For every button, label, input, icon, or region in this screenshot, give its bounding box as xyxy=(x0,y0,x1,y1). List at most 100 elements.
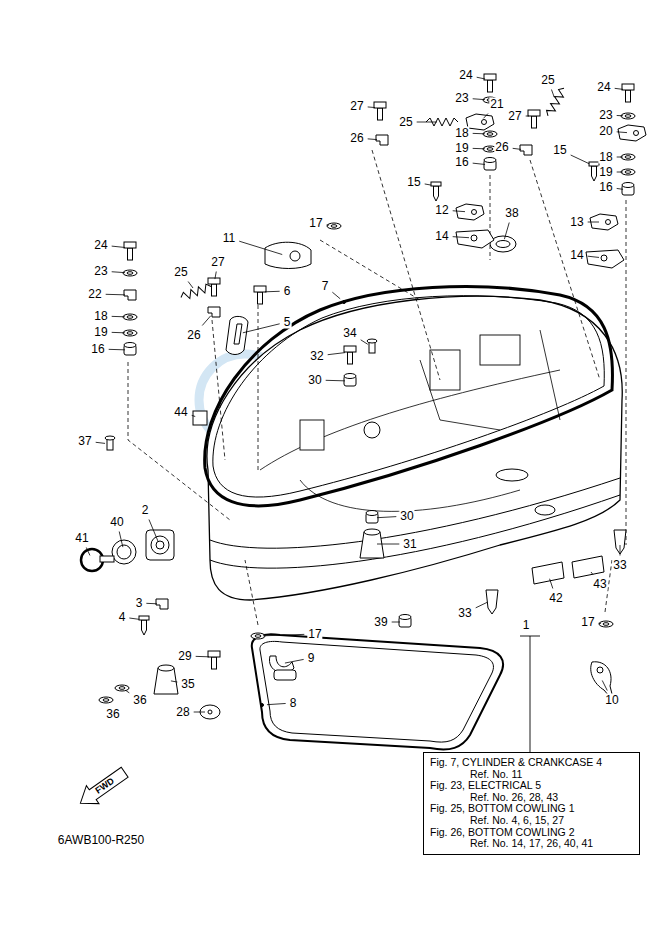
bolt-part xyxy=(344,346,356,364)
callout-number: 18 xyxy=(93,310,108,323)
pin-part xyxy=(367,339,377,353)
callout-number: 5 xyxy=(283,316,292,329)
plate-shape xyxy=(482,120,487,125)
leader-line xyxy=(615,88,623,89)
callout-number: 17 xyxy=(580,616,595,629)
washer-part xyxy=(115,685,129,691)
callout-number: 12 xyxy=(434,204,449,217)
callout-number: 33 xyxy=(612,559,627,572)
grommet-shape xyxy=(124,343,136,348)
bolt-shape xyxy=(128,248,133,260)
leader-line xyxy=(112,271,125,273)
clamp-shape xyxy=(100,556,114,562)
cowling-boss xyxy=(430,350,460,390)
clip-part xyxy=(208,307,220,317)
dashed-leaders xyxy=(128,150,626,625)
grommet-shape xyxy=(484,158,496,163)
leader-line xyxy=(550,579,553,589)
washer-shape xyxy=(327,223,341,229)
washer-part xyxy=(99,697,113,703)
point-part xyxy=(343,301,346,304)
spring-shape xyxy=(180,283,213,301)
leader-line xyxy=(112,316,125,317)
callout-number: 16 xyxy=(454,156,469,169)
washer-shape xyxy=(331,225,337,228)
clip-shape xyxy=(520,145,532,155)
washer-shape xyxy=(123,314,137,320)
reference-numbers: Ref. No. 11 xyxy=(430,769,633,781)
washer-shape xyxy=(127,332,133,335)
bolt-shape xyxy=(532,116,537,128)
callout-number: 37 xyxy=(77,435,92,448)
leader-line xyxy=(483,114,488,119)
leader-line xyxy=(109,349,125,351)
dashed-leader xyxy=(128,362,230,520)
callout-number: 8 xyxy=(289,697,298,710)
leader-line xyxy=(602,680,607,690)
gplate-shape xyxy=(601,255,607,261)
callout-number: 43 xyxy=(592,578,607,591)
drain-part xyxy=(486,590,498,614)
callout-number: 28 xyxy=(175,706,190,719)
dashed-leader xyxy=(320,240,420,300)
cowling-floor xyxy=(260,330,560,511)
washer-shape xyxy=(123,330,137,336)
point-shape xyxy=(343,301,346,304)
leader-line xyxy=(215,272,216,280)
callout-number: 18 xyxy=(454,127,469,140)
callout-number: 26 xyxy=(494,141,509,154)
leader-line xyxy=(617,115,623,116)
plate-shape xyxy=(466,114,494,130)
gasket-rim xyxy=(205,287,613,506)
callout-number: 32 xyxy=(309,350,324,363)
callout-number: 11 xyxy=(222,232,236,245)
leader-line xyxy=(202,316,210,326)
pin-shape xyxy=(105,436,115,440)
washer-shape xyxy=(487,133,493,136)
grommet-shape xyxy=(366,511,378,516)
bolt-shape xyxy=(528,110,540,116)
callout-number: 36 xyxy=(105,708,120,721)
plate-part xyxy=(456,204,484,220)
washer-part xyxy=(123,330,137,336)
callout-number: 26 xyxy=(349,132,364,145)
dashed-leader xyxy=(530,160,600,380)
callout-number: 27 xyxy=(507,110,522,123)
callout-number: 23 xyxy=(598,109,613,122)
cowling-hole xyxy=(364,422,380,438)
grommet-shape xyxy=(399,615,411,620)
washer-shape xyxy=(621,154,635,160)
callout-number: 4 xyxy=(118,611,127,624)
washer-shape xyxy=(487,148,493,151)
leader-line xyxy=(526,116,529,117)
leader-line xyxy=(188,282,193,289)
bolt-part xyxy=(208,278,220,296)
callout-number: 16 xyxy=(598,181,613,194)
callout-number: 7 xyxy=(321,280,330,293)
leader-line xyxy=(239,241,282,254)
drain-shape xyxy=(486,590,498,614)
callout-number: 38 xyxy=(504,207,519,220)
washer-part xyxy=(123,314,137,320)
callout-number: 25 xyxy=(540,74,555,87)
callout-number: 22 xyxy=(87,288,102,301)
oval-shape xyxy=(496,241,510,248)
leader-line xyxy=(194,712,205,713)
parts xyxy=(81,74,646,719)
leader-line xyxy=(126,691,129,693)
decal-part xyxy=(193,411,207,425)
callout-number: 14 xyxy=(569,249,584,262)
plate-part xyxy=(618,125,646,141)
bolt-shape xyxy=(212,284,217,296)
leader-line xyxy=(453,237,469,238)
point-shape xyxy=(261,704,264,707)
cowling-hole xyxy=(535,505,555,515)
cover-shape xyxy=(290,251,300,261)
bolt-shape xyxy=(212,657,217,669)
callout-number: 27 xyxy=(210,256,225,269)
bolt-shape xyxy=(208,278,220,284)
pin-shape xyxy=(367,339,377,343)
leader-line xyxy=(425,184,431,185)
cowling-boss xyxy=(480,335,520,365)
leader-line xyxy=(588,222,599,223)
